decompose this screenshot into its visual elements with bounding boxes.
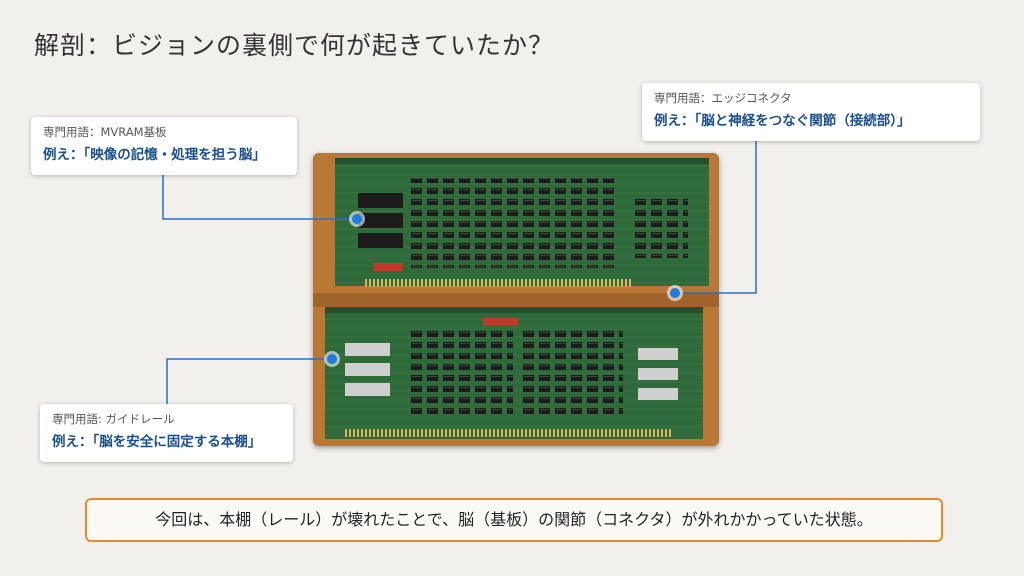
callout-example: 例え：「脳を安全に固定する本棚」 bbox=[52, 434, 262, 450]
callout-term: 専門用語：エッジコネクタ bbox=[654, 91, 792, 105]
callout-example: 例え：「脳と神経をつなぐ関節（接続部）」 bbox=[654, 113, 911, 129]
circuit-board-photo bbox=[313, 153, 719, 446]
callout-mvram-board: 専門用語：MVRAM基板 例え：「映像の記憶・処理を担う脳」 bbox=[31, 117, 297, 175]
circuit-board-illustration bbox=[313, 153, 719, 446]
slide-title: 解剖：ビジョンの裏側で何が起きていたか？ bbox=[34, 31, 555, 60]
callout-edge-connector: 専門用語：エッジコネクタ 例え：「脳と神経をつなぐ関節（接続部）」 bbox=[642, 83, 980, 141]
callout-guide-rail: 専門用語: ガイドレール 例え：「脳を安全に固定する本棚」 bbox=[40, 404, 293, 462]
callout-example: 例え：「映像の記憶・処理を担う脳」 bbox=[43, 147, 266, 163]
summary-box: 今回は、本棚（レール）が壊れたことで、脳（基板）の関節（コネクタ）が外れかかって… bbox=[85, 498, 943, 542]
callout-term: 専門用語: ガイドレール bbox=[52, 412, 175, 426]
callout-term: 専門用語：MVRAM基板 bbox=[43, 125, 167, 139]
